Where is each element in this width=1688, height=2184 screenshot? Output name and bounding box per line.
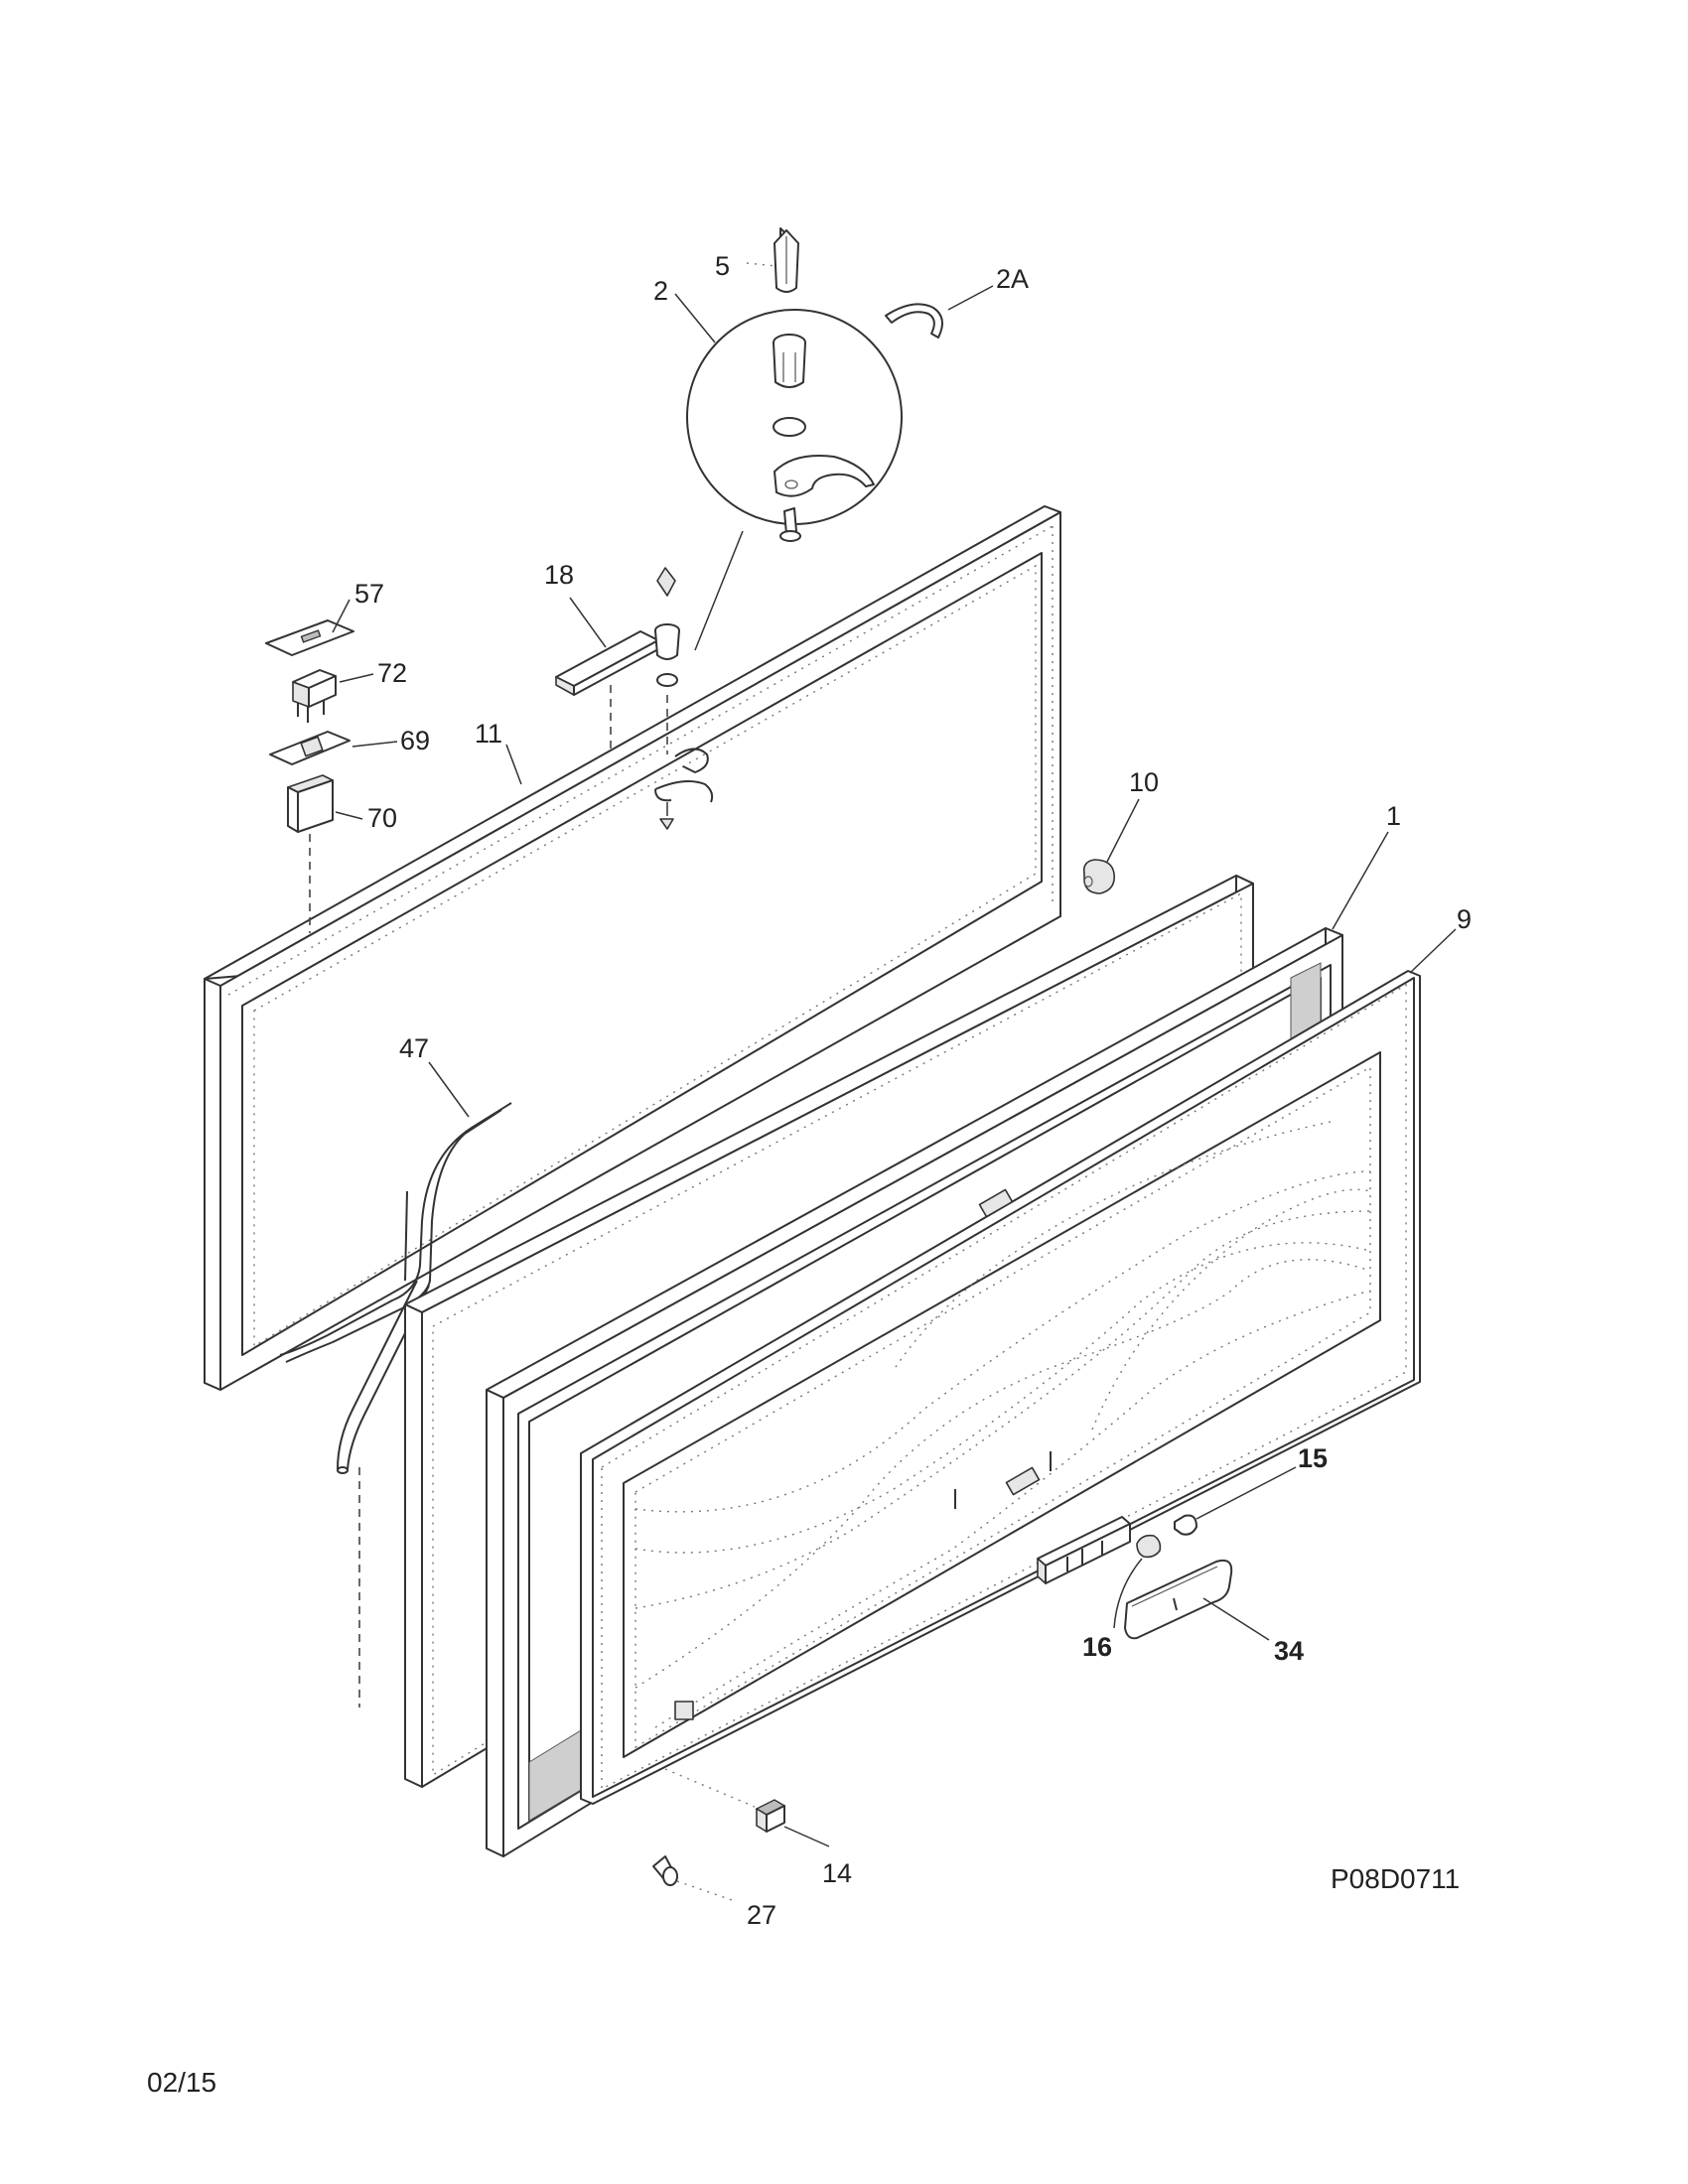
part-14-latch bbox=[664, 1768, 786, 1833]
part-72-switch bbox=[292, 669, 337, 723]
leader-lines bbox=[332, 262, 1457, 1847]
callout-27: 27 bbox=[747, 1900, 776, 1930]
part-2-lock-detail bbox=[686, 309, 903, 651]
callout-1: 1 bbox=[1386, 801, 1401, 831]
part-69-gasket bbox=[269, 731, 351, 765]
callout-72: 72 bbox=[377, 658, 407, 688]
part-9-inner-panel bbox=[580, 970, 1421, 1805]
lock-assembly-stack bbox=[654, 567, 714, 830]
part-light-bracket bbox=[1037, 1516, 1131, 1584]
callout-47: 47 bbox=[399, 1033, 429, 1063]
callout-labels: 5 2 2A 57 18 72 69 11 70 10 1 9 47 15 16… bbox=[354, 251, 1472, 1930]
callout-2: 2 bbox=[653, 276, 668, 306]
callout-11: 11 bbox=[475, 719, 502, 749]
callout-18: 18 bbox=[544, 560, 574, 590]
drawing-code: P08D0711 bbox=[1331, 1863, 1460, 1894]
callout-16: 16 bbox=[1082, 1632, 1112, 1662]
part-18-bracket bbox=[555, 630, 659, 754]
callout-14: 14 bbox=[822, 1858, 852, 1888]
part-15-bulb bbox=[1174, 1466, 1297, 1536]
callout-70: 70 bbox=[367, 803, 397, 833]
part-27-screw bbox=[652, 1855, 736, 1902]
part-47-tube bbox=[279, 1102, 512, 1707]
part-10-cap bbox=[1082, 859, 1116, 894]
callout-5: 5 bbox=[715, 251, 730, 281]
part-11-door-frame bbox=[204, 505, 1061, 1391]
callout-57: 57 bbox=[354, 579, 384, 609]
part-70-housing bbox=[287, 774, 334, 933]
callout-2a: 2A bbox=[996, 264, 1029, 294]
part-16-socket bbox=[1113, 1534, 1162, 1629]
part-2a-clip bbox=[885, 303, 943, 339]
callout-10: 10 bbox=[1129, 767, 1159, 797]
callout-69: 69 bbox=[400, 726, 430, 755]
callout-34: 34 bbox=[1274, 1636, 1304, 1666]
part-34-lens-cover bbox=[1124, 1559, 1233, 1640]
callout-9: 9 bbox=[1457, 904, 1472, 934]
date-code: 02/15 bbox=[147, 2067, 216, 2098]
part-5-plug bbox=[774, 227, 799, 293]
part-57-plate bbox=[265, 619, 354, 656]
callout-15: 15 bbox=[1298, 1443, 1328, 1473]
